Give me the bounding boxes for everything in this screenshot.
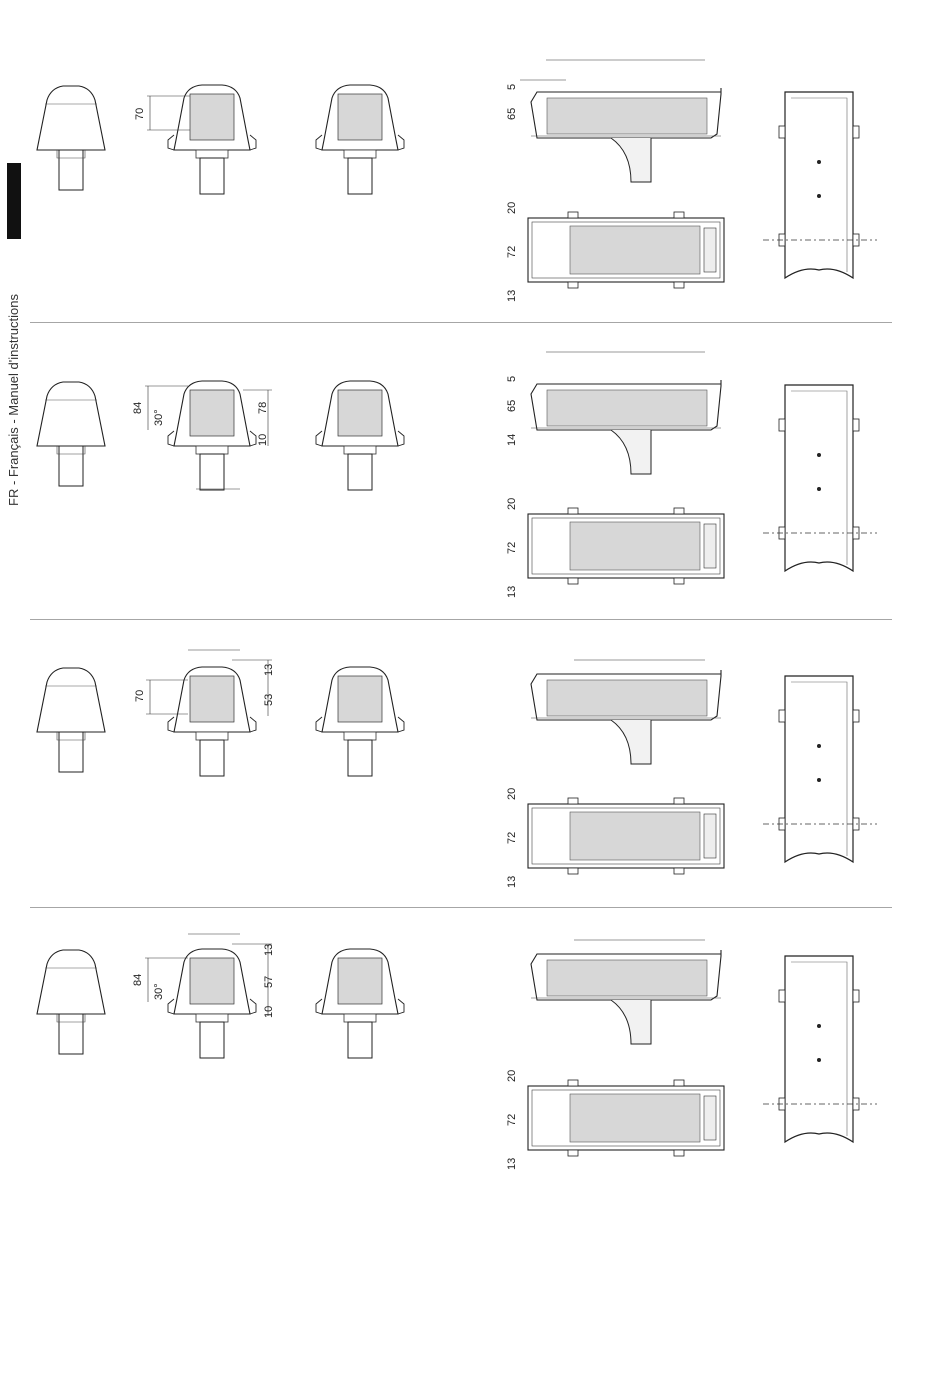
row-4-drawings: [37, 949, 877, 1156]
dimension-label: 78: [257, 402, 269, 414]
dimension-label: 57: [263, 976, 275, 988]
row-1-drawings: [37, 85, 877, 288]
dimension-label: 72: [506, 542, 518, 554]
dimension-label: 14: [506, 434, 518, 446]
dimension-label: 13: [263, 664, 275, 676]
dimension-label: 20: [506, 1070, 518, 1082]
dimension-label: 13: [506, 876, 518, 888]
dimension-label: 72: [506, 1114, 518, 1126]
dimension-label: 13: [506, 1158, 518, 1170]
dimension-label: 10: [257, 434, 269, 446]
dimension-label: 72: [506, 246, 518, 258]
dimension-label: 65: [506, 400, 518, 412]
dimension-label: 84: [132, 974, 144, 986]
dimension-label: 70: [134, 108, 146, 120]
dimension-label: 72: [506, 832, 518, 844]
dimension-label: 5: [506, 376, 518, 382]
dimension-label: 5: [506, 84, 518, 90]
dimension-label: 20: [506, 498, 518, 510]
dimension-label: 20: [506, 202, 518, 214]
dimension-label: 20: [506, 788, 518, 800]
dimension-label: 10: [263, 1006, 275, 1018]
dimension-label: 53: [263, 694, 275, 706]
row-3-drawings: [37, 667, 877, 874]
dimension-label: 13: [263, 944, 275, 956]
dimension-label: 84: [132, 402, 144, 414]
dimension-label: 70: [134, 690, 146, 702]
dimension-label: 13: [506, 290, 518, 302]
dimension-label: 13: [506, 586, 518, 598]
dimension-label: 30°: [153, 983, 165, 1000]
dimension-label: 65: [506, 108, 518, 120]
dimension-label: 30°: [153, 409, 165, 426]
